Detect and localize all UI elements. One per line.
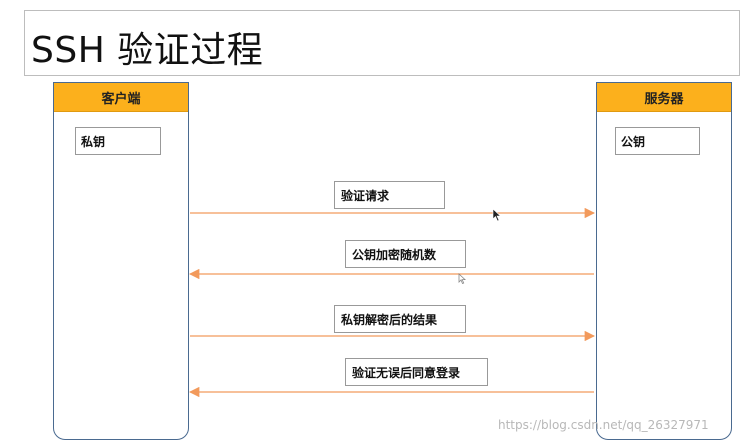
server-key-box: 公钥 — [615, 127, 700, 155]
message-label-encrypt-random: 公钥加密随机数 — [345, 240, 466, 268]
message-label-decrypt-result: 私钥解密后的结果 — [334, 305, 466, 333]
mouse-cursor-shadow-icon — [458, 273, 467, 285]
client-key-box: 私钥 — [75, 127, 161, 155]
message-label-verify-request: 验证请求 — [334, 181, 445, 209]
mouse-cursor-icon — [492, 208, 502, 222]
title-box: SSH 验证过程 — [24, 10, 740, 76]
diagram-title: SSH 验证过程 — [31, 30, 264, 71]
server-lane-header: 服务器 — [597, 83, 731, 112]
watermark-text: https://blog.csdn.net/qq_26327971 — [498, 418, 709, 432]
message-label-login-approved: 验证无误后同意登录 — [345, 358, 488, 386]
client-lane-header: 客户端 — [54, 83, 188, 112]
